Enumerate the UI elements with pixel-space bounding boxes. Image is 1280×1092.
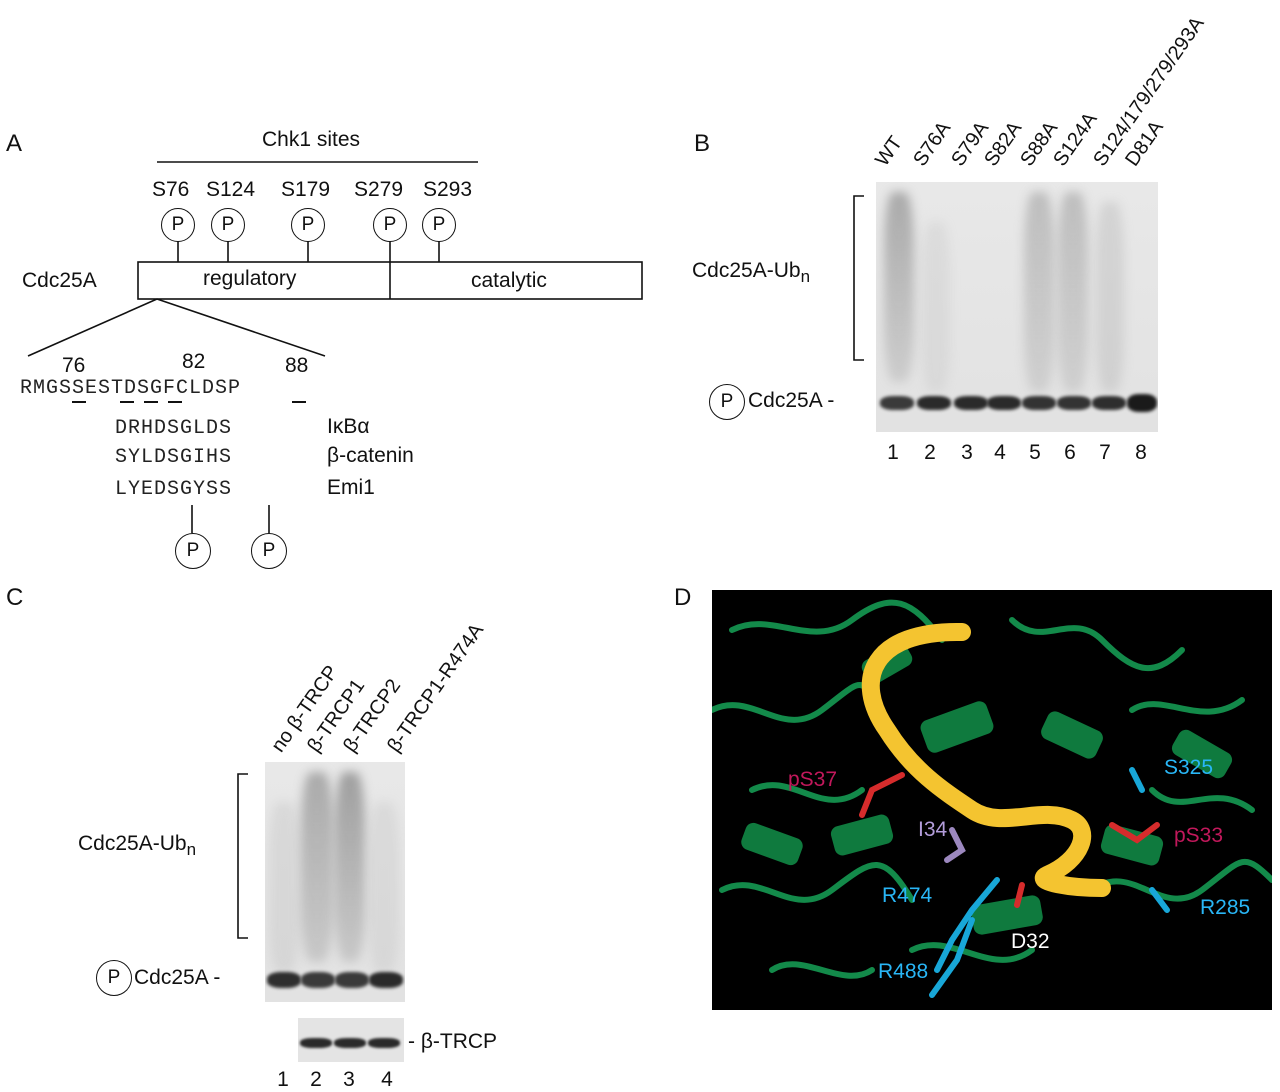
cdc25a-band-label-c: Cdc25A - [134,966,221,989]
gel-panel-c [265,762,405,1002]
panel-a-letter: A [6,130,23,157]
phospho-icon: P [422,208,456,242]
position-88: 88 [285,354,309,377]
site-s179: S179 [281,178,331,201]
panel-c-letter: C [6,584,24,611]
lane-number-b-3: 3 [961,441,973,464]
emi1-name: Emi1 [327,476,375,499]
lane-number-b-6: 6 [1064,441,1076,464]
ikba-name: IκBα [327,415,370,438]
ikba-sequence: DRHDSGLDS [115,417,233,440]
lane-number-b-4: 4 [994,441,1006,464]
position-76: 76 [62,354,86,377]
lane-number-b-7: 7 [1099,441,1111,464]
panel-a-lines [27,161,643,533]
panel-b-letter: B [694,130,711,157]
gel-trcp-blot [298,1018,404,1062]
phospho-icon: P [291,208,325,242]
panel-d-letter: D [674,584,692,611]
protein-structure-image: pS37 I34 S325 pS33 R474 R285 D32 R488 [712,590,1272,1010]
lane-number-b-1: 1 [887,441,899,464]
lane-number-b-8: 8 [1135,441,1147,464]
position-82: 82 [182,350,206,373]
phospho-icon: P [211,208,245,242]
lane-number-c-3: 3 [343,1068,355,1091]
gel-panel-b [876,182,1158,432]
domain-catalytic: catalytic [471,269,547,292]
residue-r285: R285 [1200,896,1251,919]
phospho-icon: P [175,533,211,569]
phospho-icon: P [96,960,132,996]
site-s124: S124 [206,178,256,201]
residue-ps37: pS37 [788,768,838,791]
residue-r488: R488 [878,960,929,983]
site-s76: S76 [152,178,190,201]
cdc25a-sequence: RMGSSESTDSGFCLDSP [20,377,242,400]
residue-d32: D32 [1011,930,1050,953]
ub-label-b: Cdc25A-Ubn [692,259,811,287]
chk1-sites-title: Chk1 sites [262,128,361,151]
structure-drawing [712,599,1272,998]
phospho-icon: P [373,208,407,242]
trcp-blot-label: - β-TRCP [408,1030,498,1053]
emi1-sequence: LYEDSGYSS [115,478,233,501]
residue-s325: S325 [1164,756,1214,779]
bracket-panel-c [237,773,248,939]
lane-number-c-2: 2 [310,1068,322,1091]
beta-catenin-sequence: SYLDSGIHS [115,446,233,469]
lane-number-b-2: 2 [924,441,936,464]
residue-r474: R474 [882,884,933,907]
residue-i34: I34 [918,818,948,841]
cdc25a-band-label-b: Cdc25A - [748,389,835,412]
protein-name: Cdc25A [22,269,97,292]
beta-catenin-name: β-catenin [327,444,414,467]
lane-label-wt: WT [871,132,908,171]
phospho-icon: P [251,533,287,569]
phospho-icon: P [161,208,195,242]
lane-number-c-4: 4 [381,1068,393,1091]
lane-number-b-5: 5 [1029,441,1041,464]
lane-number-c-1: 1 [277,1068,289,1091]
domain-regulatory: regulatory [203,267,297,290]
site-s293: S293 [423,178,473,201]
site-s279: S279 [354,178,404,201]
ub-label-c: Cdc25A-Ubn [78,832,197,860]
residue-ps33: pS33 [1174,824,1224,847]
lane-label-s76a: S76A [909,117,956,171]
bracket-panel-b [853,195,864,361]
phospho-icon: P [709,384,745,420]
